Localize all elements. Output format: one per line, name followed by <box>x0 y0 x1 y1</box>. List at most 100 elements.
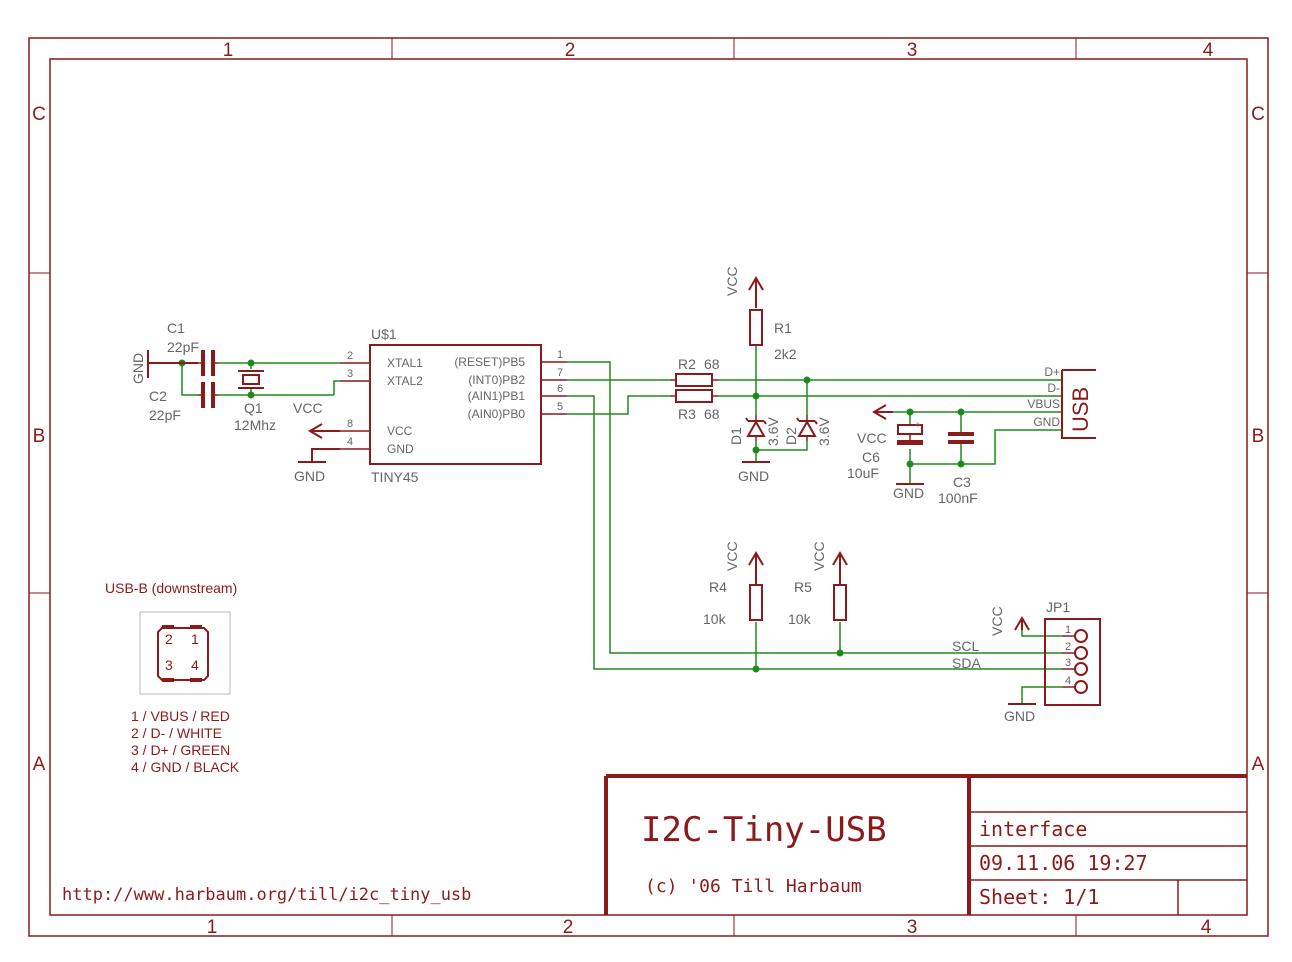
mcu-part: TINY45 <box>371 469 419 485</box>
c6-ref: C6 <box>862 449 880 465</box>
usb-pin-dplus: D+ <box>1044 365 1060 379</box>
frame-row-b-left: B <box>33 426 46 447</box>
jp1-pin-4: 4 <box>1065 675 1071 687</box>
wires <box>181 345 1062 704</box>
usb-pin-dminus: D- <box>1047 381 1060 395</box>
jp1-pin-1: 1 <box>1065 624 1071 636</box>
mcu-tiny45: U$1 TINY45 2 3 8 4 XTAL1 XTAL2 VCC GND 1… <box>340 326 567 485</box>
zener-d1: D1 3.6V <box>728 415 781 446</box>
q1-value: 12Mhz <box>234 417 276 433</box>
frame-col-3-bottom: 3 <box>907 917 918 938</box>
usb-pin-gnd: GND <box>1033 415 1060 429</box>
usb-b-legend-2: 2 / D- / WHITE <box>131 725 222 741</box>
header-jp1: JP1 1 2 3 4 <box>1044 599 1101 706</box>
frame-col-4-bottom: 4 <box>1201 917 1212 938</box>
r1-value: 2k2 <box>774 346 797 362</box>
zener-d2: D2 3.6V <box>783 415 832 446</box>
jp1-pin-3: 3 <box>1065 657 1071 669</box>
frame-col-1-top: 1 <box>223 40 234 61</box>
c6-gnd-symbol: GND <box>893 483 924 501</box>
capacitor-c3: C3 100nF <box>938 432 978 506</box>
jp1-vcc-symbol: VCC <box>989 606 1030 636</box>
usb-b-pin-4: 4 <box>191 657 199 673</box>
mcu-vcc-label: VCC <box>293 400 323 416</box>
r4-value: 10k <box>703 611 727 627</box>
mcu-pin-pb5-name: (RESET)PB5 <box>454 355 525 369</box>
frame-row-a-left: A <box>33 754 46 775</box>
mcu-pin-pb0-name: (AIN0)PB0 <box>468 407 526 421</box>
c1-value: 22pF <box>167 339 199 355</box>
net-label-sda: SDA <box>952 655 981 671</box>
resistor-r4: R4 10k <box>703 579 763 627</box>
c1-gnd-label: GND <box>130 353 146 384</box>
sheet-number: Sheet: 1/1 <box>979 885 1099 909</box>
r4-vcc-symbol: VCC <box>724 541 764 585</box>
usb-b-pin-3: 3 <box>165 657 173 673</box>
frame-row-c-left: C <box>32 104 46 125</box>
drawing-frame: 1 2 3 4 1 2 3 4 C B A C B A <box>28 37 1269 938</box>
jp1-gnd-label: GND <box>1004 708 1035 724</box>
mcu-pin-pb1-name: (AIN1)PB1 <box>468 389 526 403</box>
zener-gnd-symbol: GND <box>738 461 770 484</box>
usb-b-legend-1: 1 / VBUS / RED <box>131 708 230 724</box>
vbus-vcc-label: VCC <box>857 430 887 446</box>
d2-ref: D2 <box>783 427 799 445</box>
r2-value: 68 <box>704 356 720 372</box>
mcu-pin-xtal2-name: XTAL2 <box>387 374 423 388</box>
jp1-vcc-label: VCC <box>989 606 1005 636</box>
frame-col-2-bottom: 2 <box>563 917 574 938</box>
sheet-datetime: 09.11.06 19:27 <box>979 851 1148 875</box>
d1-ref: D1 <box>728 427 744 445</box>
vbus-vcc-symbol: VCC <box>857 404 893 446</box>
sheet-name: interface <box>979 817 1087 841</box>
usb-b-legend-3: 3 / D+ / GREEN <box>131 742 230 758</box>
usb-b-pinout: USB-B (downstream) 2 1 3 4 1 / VBUS / RE… <box>105 580 240 775</box>
r2-ref: R2 <box>678 356 696 372</box>
c6-value: 10uF <box>847 465 879 481</box>
jp1-gnd-symbol: GND <box>1004 703 1036 724</box>
mcu-gnd-label: GND <box>294 468 325 484</box>
c3-value: 100nF <box>938 490 978 506</box>
mcu-pin-pb5-num: 1 <box>557 349 563 361</box>
c1-ref: C1 <box>167 320 185 336</box>
r5-vcc-symbol: VCC <box>811 541 848 585</box>
copyright: (c) '06 Till Harbaum <box>645 876 862 897</box>
resistor-r3: R3 68 <box>670 389 720 422</box>
r1-ref: R1 <box>774 320 792 336</box>
jp1-pin-2: 2 <box>1065 641 1071 653</box>
net-label-scl: SCL <box>952 638 979 654</box>
r4-vcc-label: VCC <box>724 541 740 571</box>
q1-ref: Q1 <box>244 400 263 416</box>
usb-label: USB <box>1068 387 1093 432</box>
resistor-r5: R5 10k <box>788 579 847 627</box>
resistor-r1: R1 2k2 <box>749 309 797 362</box>
mcu-pin-gnd-name: GND <box>387 442 414 456</box>
r5-value: 10k <box>788 611 812 627</box>
r1-vcc-label: VCC <box>724 266 740 296</box>
junctions <box>178 359 965 673</box>
mcu-pin-xtal1-name: XTAL1 <box>387 356 423 370</box>
mcu-pin-vcc-num: 8 <box>347 418 353 430</box>
mcu-pin-xtal2-num: 3 <box>347 368 353 380</box>
mcu-pin-pb0-num: 5 <box>557 401 563 413</box>
frame-col-2-top: 2 <box>565 40 576 61</box>
frame-row-c-right: C <box>1251 104 1265 125</box>
mcu-pin-gnd-num: 4 <box>347 436 353 448</box>
mcu-gnd-symbol: GND <box>294 448 340 484</box>
frame-row-a-right: A <box>1252 754 1265 775</box>
c6-plus: + <box>915 420 921 431</box>
schematic-title: I2C-Tiny-USB <box>641 810 887 850</box>
frame-col-4-top: 4 <box>1203 40 1214 61</box>
zener-gnd-label: GND <box>738 468 769 484</box>
d1-value: 3.6V <box>765 417 781 446</box>
frame-col-3-top: 3 <box>907 40 918 61</box>
crystal-q1: Q1 12Mhz <box>234 370 276 433</box>
r1-vcc-symbol: VCC <box>724 266 764 308</box>
jp1-ref: JP1 <box>1046 599 1070 615</box>
usb-connector: D+ D- VBUS GND USB <box>1027 365 1096 439</box>
resistor-r2: R2 68 <box>670 356 720 387</box>
r3-ref: R3 <box>678 406 696 422</box>
mcu-pin-vcc-name: VCC <box>387 424 413 438</box>
c6-gnd-label: GND <box>893 485 924 501</box>
